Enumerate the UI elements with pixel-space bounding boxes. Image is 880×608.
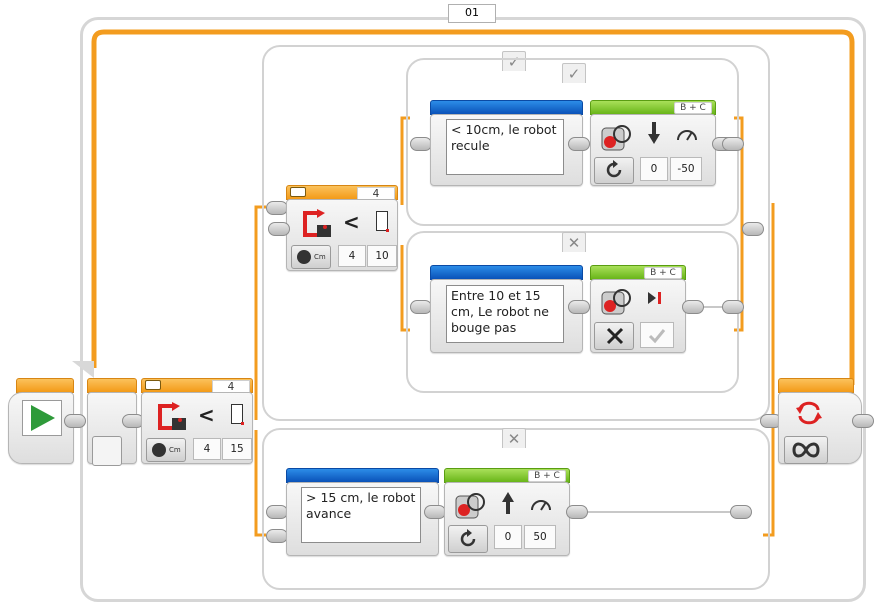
move-back-steering[interactable]: 0 — [640, 157, 668, 181]
motor-pair-icon-stop — [600, 284, 636, 318]
outer-true-exit-plug[interactable] — [742, 222, 764, 236]
stop-icon — [646, 290, 666, 306]
threshold-icon — [231, 404, 244, 425]
move-forward-out-plug[interactable] — [566, 505, 588, 519]
loop-mode-button[interactable] — [784, 436, 828, 464]
close-icon — [604, 325, 626, 347]
start-output-plug[interactable] — [64, 414, 86, 428]
move-back-power[interactable]: -50 — [670, 157, 702, 181]
check-icon — [648, 329, 666, 344]
inner-threshold-icon — [376, 211, 389, 232]
power-gauge-icon-forward — [530, 494, 552, 514]
inner-left-plug[interactable] — [268, 222, 290, 236]
outer-false-plug[interactable] — [266, 529, 288, 543]
outer-switch-port-icon — [145, 380, 161, 390]
move-forward-mode-button[interactable] — [448, 525, 488, 553]
outer-case-true-tab[interactable]: ✓ — [502, 51, 526, 71]
loop-label[interactable]: 01 — [448, 4, 496, 23]
comment-close-out-plug[interactable] — [568, 137, 590, 151]
comment-middle-bar — [430, 265, 583, 280]
case2-in-plug[interactable] — [410, 300, 432, 314]
outer-compare-symbol: < — [198, 403, 215, 427]
play-icon[interactable] — [22, 400, 62, 436]
comment-middle-text[interactable]: Entre 10 et 15 cm, Le robot ne bouge pas — [446, 285, 564, 343]
comment-middle-out-plug[interactable] — [568, 300, 590, 314]
move-stop-out-plug[interactable] — [682, 300, 704, 314]
inner-ultrasonic-sensor-icon — [297, 250, 311, 264]
ultrasonic-sensor-icon — [152, 443, 166, 457]
power-gauge-icon — [676, 124, 698, 144]
loop-end-out-plug[interactable] — [852, 414, 874, 428]
comment-far-out-plug[interactable] — [424, 505, 446, 519]
move-back-ports[interactable]: B + C — [674, 102, 712, 114]
steering-up-arrow-icon — [502, 492, 514, 516]
motor-pair-icon-forward — [454, 488, 490, 522]
outer-threshold-value[interactable]: 15 — [222, 438, 252, 460]
steering-down-arrow-icon — [648, 122, 660, 146]
start-block-bar — [16, 378, 74, 393]
comment-close-text[interactable]: < 10cm, le robot recule — [446, 119, 564, 175]
inner-threshold-mode[interactable]: 4 — [338, 245, 366, 267]
outer-true-plug[interactable] — [266, 201, 288, 215]
inner-switch-port-icon — [290, 187, 306, 197]
ultrasonic-compare-icon — [154, 402, 188, 434]
loop-start-tab[interactable] — [92, 436, 122, 466]
rotate-icon-forward — [458, 529, 478, 549]
motor-pair-icon — [600, 120, 636, 154]
loop-arrows-icon — [794, 400, 824, 426]
move-forward-steering[interactable]: 0 — [494, 525, 522, 549]
move-stop-brake[interactable] — [640, 322, 674, 348]
inner-ultrasonic-compare-icon — [299, 209, 333, 241]
move-stop-ports[interactable]: B + C — [644, 267, 682, 279]
outer-switch-true-frame — [262, 45, 770, 421]
outer-threshold-mode[interactable]: 4 — [193, 438, 221, 460]
outer-unit-label: Cm — [169, 446, 181, 454]
case1-in-plug[interactable] — [410, 137, 432, 151]
comment-far-text[interactable]: > 15 cm, le robot avance — [301, 487, 421, 543]
inner-false-exit-plug[interactable] — [722, 300, 744, 314]
inner-case-true-tab[interactable]: ✓ — [562, 63, 586, 83]
move-forward-ports[interactable]: B + C — [528, 470, 566, 482]
inner-case-false-tab[interactable]: ✕ — [562, 232, 586, 252]
move-forward-power[interactable]: 50 — [524, 525, 556, 549]
rotate-icon — [604, 160, 624, 180]
loop-end-bar — [778, 378, 854, 393]
inner-threshold-value[interactable]: 10 — [367, 245, 397, 267]
inner-compare-symbol: < — [343, 210, 360, 234]
comment-close-bar — [430, 100, 583, 115]
loop-start-bar — [87, 378, 137, 393]
infinity-icon — [790, 440, 822, 460]
outer-false-exit-plug[interactable] — [730, 505, 752, 519]
inner-unit-label: Cm — [314, 253, 326, 261]
outer-case-false-tab[interactable]: ✕ — [502, 428, 526, 448]
comment-far-bar — [286, 468, 439, 483]
case3-in-plug[interactable] — [266, 505, 288, 519]
inner-true-exit-plug[interactable] — [722, 137, 744, 151]
